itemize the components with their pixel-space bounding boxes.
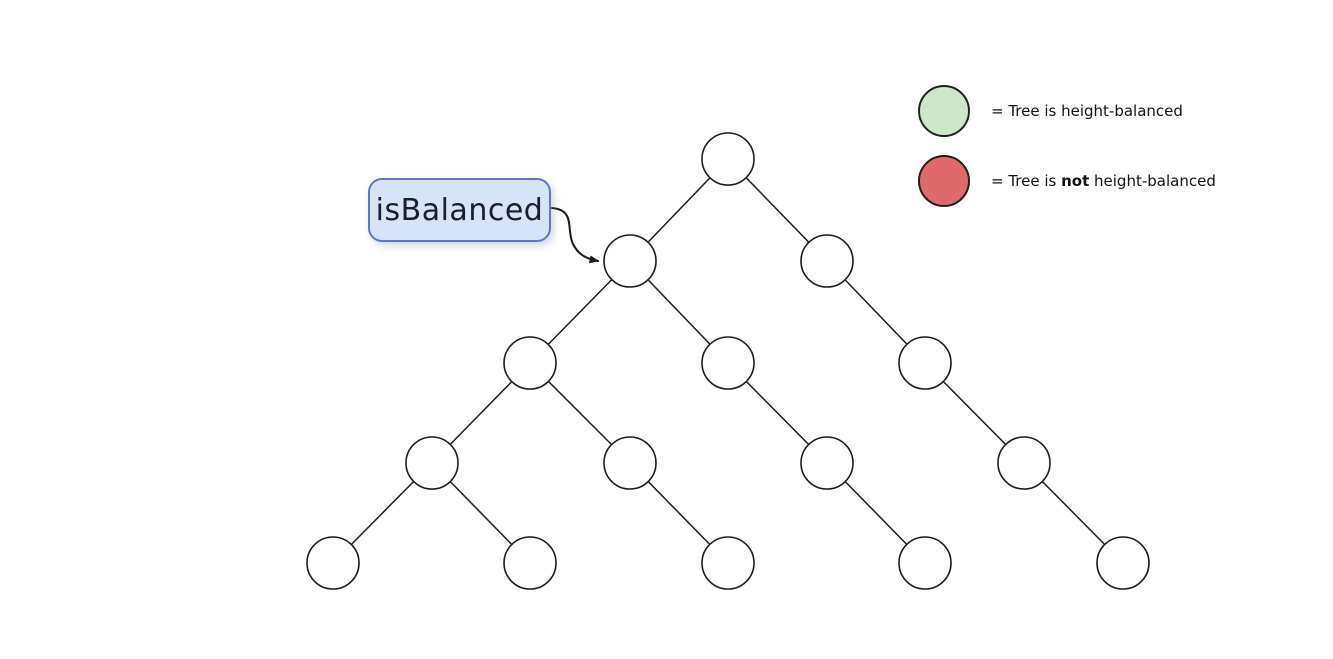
tree-node (503, 536, 557, 590)
legend-label-not-balanced: = Tree is not height-balanced (991, 172, 1216, 190)
tree-node (603, 234, 657, 288)
tree-node (1096, 536, 1150, 590)
tree-node (701, 132, 755, 186)
tree-node (898, 536, 952, 590)
tree-node (405, 436, 459, 490)
tree-node (701, 536, 755, 590)
tree-node (997, 436, 1051, 490)
green-circle-icon (918, 85, 970, 137)
isbalanced-label: isBalanced (368, 178, 551, 242)
legend-row-balanced: = Tree is height-balanced (918, 85, 1216, 137)
tree-node (503, 336, 557, 390)
isbalanced-arrow (551, 207, 600, 264)
tree-nodes (306, 132, 1150, 590)
tree-node (800, 234, 854, 288)
tree-node (306, 536, 360, 590)
tree-node (701, 336, 755, 390)
red-circle-icon (918, 155, 970, 207)
isbalanced-label-text: isBalanced (375, 192, 544, 228)
tree-node (603, 436, 657, 490)
legend-row-not-balanced: = Tree is not height-balanced (918, 155, 1216, 207)
tree-node (800, 436, 854, 490)
legend-label-balanced: = Tree is height-balanced (991, 102, 1183, 120)
legend: = Tree is height-balanced = Tree is not … (918, 85, 1216, 225)
tree-node (898, 336, 952, 390)
